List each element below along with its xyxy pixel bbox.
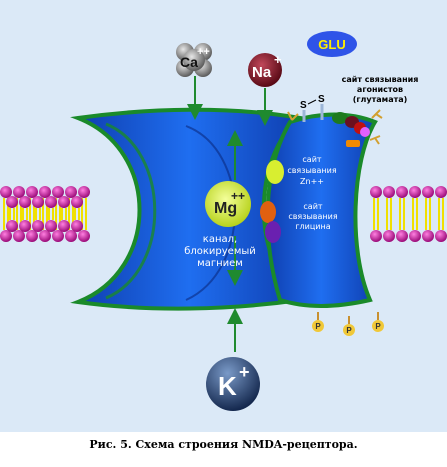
lipid-head [58,220,70,232]
lipid-head [52,186,64,198]
agonist-site-line3: (глутамата) [353,95,408,104]
mg-charge: ++ [231,189,245,203]
lipid-head [39,186,51,198]
lipid-head [396,186,408,198]
ca-charge: ++ [197,46,210,58]
k-charge: + [239,362,250,382]
lipid-head [409,186,421,198]
glycine-site-line3: глицина [295,222,330,231]
agonist-binding-domains [332,112,370,147]
k-symbol: K [218,371,237,401]
lipid-head [32,220,44,232]
phosphate-label: P [346,326,352,335]
lipid-head [45,196,57,208]
lipid-head [370,186,382,198]
lipid-head [71,196,83,208]
lipid-head [0,230,12,242]
phosphate-group [312,320,324,332]
lipid-head [45,220,57,232]
agonist-site-line1: сайт связывания [342,75,419,84]
agonist-site-label: сайт связывания агонистов (глутамата) [342,75,419,104]
lipid-head [19,196,31,208]
lipid-head [435,230,447,242]
disulfide-bridge: S S [300,94,325,122]
lipid-head [409,230,421,242]
lipid-head [13,186,25,198]
zn-binding-domain [266,160,284,184]
lipid-head [13,230,25,242]
glycine-site-line1: сайт [303,202,323,211]
phosphate-group [372,320,384,332]
lipid-head [383,186,395,198]
zn-site-line3: Zn++ [300,177,324,186]
lipid-head [435,186,447,198]
lipid-head [370,230,382,242]
glycine-site-label: сайт связывания глицина [288,202,338,231]
lipid-head [422,230,434,242]
na-ion: Na + [248,52,282,87]
lipid-head [6,220,18,232]
lipid-head [0,186,12,198]
lipid-head [32,196,44,208]
ca-symbol: Ca [180,54,198,70]
phosphate-label: P [315,322,321,331]
na-charge: + [274,52,282,67]
figure-caption: Рис. 5. Схема строения NMDA-рецептора. [89,438,358,451]
lipid-head [19,220,31,232]
na-symbol: Na [252,64,272,81]
channel-line3: магнием [197,258,243,269]
glycine-domain-orange [260,201,276,223]
zn-site-label: сайт связывания Zn++ [287,155,337,186]
channel-line2: блокируемый [184,246,256,257]
lipid-head [26,230,38,242]
agonist-site-line2: агонистов [357,85,403,94]
lipid-head [26,186,38,198]
lipid-head [39,230,51,242]
glycine-domain-purple [265,221,281,243]
lipid-head [396,230,408,242]
phosphate-label: P [375,322,381,331]
lipid-head [58,196,70,208]
channel-label: канал, блокируемый магнием [184,234,256,269]
lipid-bilayer [0,186,447,242]
k-ion: K + [206,357,260,411]
mg-ion: Mg ++ [205,181,251,227]
lipid-head [78,186,90,198]
channel-line1: канал, [203,234,237,245]
lipid-head [65,230,77,242]
disulfide-s2: S [318,94,325,105]
glu-badge: GLU [307,31,357,57]
disulfide-s1: S [300,100,307,111]
glycine-site-line2: связывания [288,212,338,221]
zn-site-line1: сайт [302,155,322,164]
ca-ion: Ca ++ [176,43,212,77]
lipid-head [78,230,90,242]
phosphate-group [343,324,355,336]
lipid-head [65,186,77,198]
lipid-head [52,230,64,242]
lipid-head [422,186,434,198]
glu-label: GLU [318,37,345,52]
glycosylation-branches [287,109,383,145]
lipid-head [6,196,18,208]
mg-symbol: Mg [214,200,237,217]
lipid-head [71,220,83,232]
zn-site-line2: связывания [287,166,337,175]
lipid-head [383,230,395,242]
